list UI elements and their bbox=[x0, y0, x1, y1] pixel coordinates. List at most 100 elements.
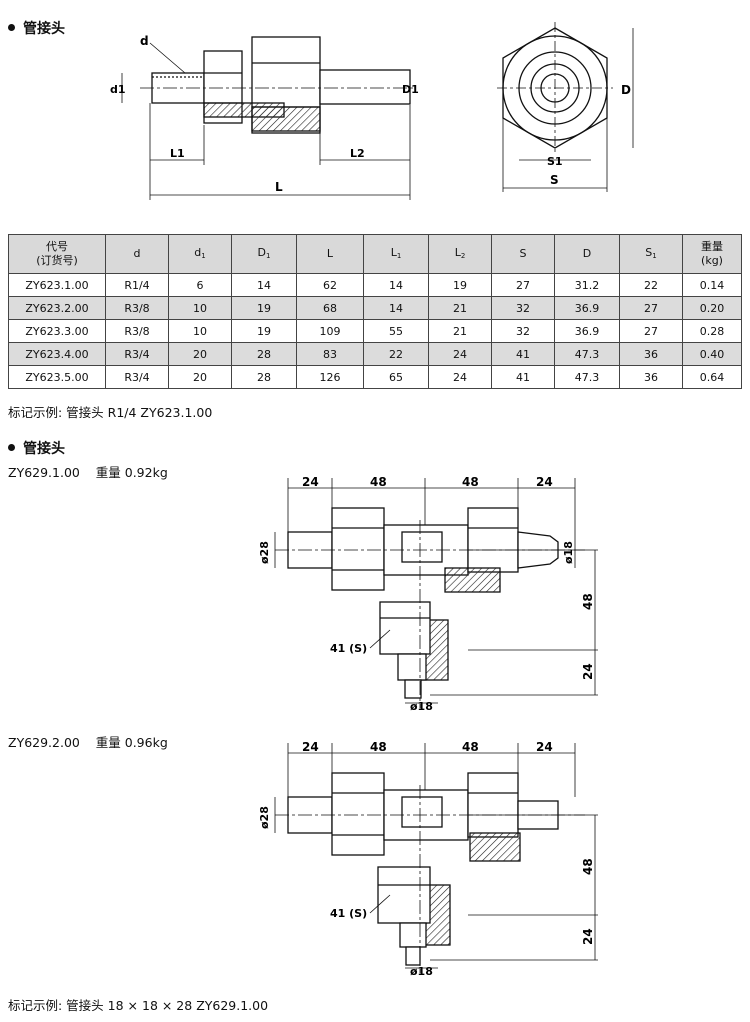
cell: ZY623.2.00 bbox=[8, 296, 106, 320]
cell: 28 bbox=[231, 342, 297, 366]
cell: 65 bbox=[363, 365, 429, 389]
dim-hex-41s: 41 (S) bbox=[330, 642, 367, 655]
dim-48-vertical: 48 bbox=[581, 858, 595, 875]
cell: 83 bbox=[296, 342, 364, 366]
cell: 21 bbox=[428, 319, 492, 343]
cell: 68 bbox=[296, 296, 364, 320]
part2-caption: ZY629.2.00 重量 0.96kg bbox=[8, 732, 168, 751]
cell: 28 bbox=[231, 365, 297, 389]
section2-heading: 管接头 bbox=[8, 438, 65, 458]
table-header-row: 代号(订货号) d d1 D1 L L1 L2 S D S1 重量(kg) bbox=[8, 234, 742, 274]
cell: R3/8 bbox=[105, 319, 169, 343]
cell: 0.40 bbox=[682, 342, 742, 366]
cell: 0.14 bbox=[682, 273, 742, 297]
col-header-d: d bbox=[105, 234, 169, 274]
col-header-L2: L2 bbox=[428, 234, 492, 274]
cell: 24 bbox=[428, 342, 492, 366]
cell: ZY623.1.00 bbox=[8, 273, 106, 297]
dim-phi18-right: ø18 bbox=[562, 541, 575, 564]
cell: 10 bbox=[168, 296, 232, 320]
tee-fitting-2-drawing: 24 48 48 24 ø28 48 24 ø18 41 (S) bbox=[258, 740, 598, 978]
cell: 27 bbox=[491, 273, 555, 297]
cell: 126 bbox=[296, 365, 364, 389]
cell: 32 bbox=[491, 296, 555, 320]
dim-48-right: 48 bbox=[462, 475, 479, 489]
dim-48-left: 48 bbox=[370, 475, 387, 489]
cell: 22 bbox=[619, 273, 683, 297]
col-header-L: L bbox=[296, 234, 364, 274]
cell: 41 bbox=[491, 342, 555, 366]
col-header-code: 代号(订货号) bbox=[8, 234, 106, 274]
cell: R3/8 bbox=[105, 296, 169, 320]
cell: 22 bbox=[363, 342, 429, 366]
label-d1: d1 bbox=[110, 83, 126, 96]
label-d: d bbox=[140, 34, 149, 48]
cell: 62 bbox=[296, 273, 364, 297]
label-L: L bbox=[275, 180, 283, 194]
label-S: S bbox=[550, 173, 559, 187]
part2-code: ZY629.2.00 bbox=[8, 735, 80, 750]
label-S1: S1 bbox=[547, 155, 563, 168]
dim-24-right: 24 bbox=[536, 740, 553, 754]
dim-24-left: 24 bbox=[302, 475, 319, 489]
cell: 27 bbox=[619, 296, 683, 320]
cell: 20 bbox=[168, 365, 232, 389]
dim-phi18-bottom: ø18 bbox=[410, 965, 433, 978]
bullet-icon bbox=[8, 23, 15, 31]
cell: 32 bbox=[491, 319, 555, 343]
label-D: D bbox=[621, 83, 631, 97]
dim-24-vertical: 24 bbox=[581, 928, 595, 945]
cell: 109 bbox=[296, 319, 364, 343]
cell: 36 bbox=[619, 365, 683, 389]
dim-24-vertical: 24 bbox=[581, 663, 595, 680]
cell: R3/4 bbox=[105, 342, 169, 366]
cell: 36 bbox=[619, 342, 683, 366]
cell: 47.3 bbox=[554, 342, 620, 366]
tee-fitting-1-drawing: 24 48 48 24 ø28 ø18 48 24 ø18 41 (S) bbox=[258, 475, 598, 713]
dim-phi28: ø28 bbox=[258, 541, 271, 564]
col-header-S1: S1 bbox=[619, 234, 683, 274]
part2-weight: 重量 0.96kg bbox=[95, 735, 168, 750]
bullet-icon bbox=[8, 443, 15, 451]
col-header-D1: D1 bbox=[231, 234, 297, 274]
dim-24-right: 24 bbox=[536, 475, 553, 489]
spec-table: 代号(订货号) d d1 D1 L L1 L2 S D S1 重量(kg) ZY… bbox=[8, 234, 742, 389]
fitting-end-view-drawing: S1 S D bbox=[497, 22, 634, 192]
cell: 27 bbox=[619, 319, 683, 343]
dim-phi28: ø28 bbox=[258, 806, 271, 829]
cell: 19 bbox=[231, 319, 297, 343]
cell: 21 bbox=[428, 296, 492, 320]
cell: 10 bbox=[168, 319, 232, 343]
label-D1: D1 bbox=[402, 83, 419, 96]
table-example-text: 标记示例: 管接头 R1/4 ZY623.1.00 bbox=[8, 405, 213, 420]
col-header-d1: d1 bbox=[168, 234, 232, 274]
cell: 14 bbox=[363, 296, 429, 320]
cell: 36.9 bbox=[554, 319, 620, 343]
cell: 55 bbox=[363, 319, 429, 343]
col-header-L1: L1 bbox=[363, 234, 429, 274]
cell: 47.3 bbox=[554, 365, 620, 389]
cell: 19 bbox=[428, 273, 492, 297]
dim-24-left: 24 bbox=[302, 740, 319, 754]
cell: 14 bbox=[231, 273, 297, 297]
label-L1: L1 bbox=[170, 147, 185, 160]
cell: 20 bbox=[168, 342, 232, 366]
fitting-side-view-drawing: d d1 D1 L1 L2 L bbox=[110, 34, 419, 200]
part1-caption: ZY629.1.00 重量 0.92kg bbox=[8, 462, 168, 481]
label-L2: L2 bbox=[350, 147, 365, 160]
col-header-S: S bbox=[491, 234, 555, 274]
cell: 0.64 bbox=[682, 365, 742, 389]
col-header-D: D bbox=[554, 234, 620, 274]
cell: 19 bbox=[231, 296, 297, 320]
section2-example-text: 标记示例: 管接头 18 × 18 × 28 ZY629.1.00 bbox=[8, 998, 269, 1013]
cell: R1/4 bbox=[105, 273, 169, 297]
cell: ZY623.4.00 bbox=[8, 342, 106, 366]
cell: ZY623.3.00 bbox=[8, 319, 106, 343]
cell: 36.9 bbox=[554, 296, 620, 320]
section1-heading: 管接头 bbox=[8, 18, 65, 38]
cell: R3/4 bbox=[105, 365, 169, 389]
